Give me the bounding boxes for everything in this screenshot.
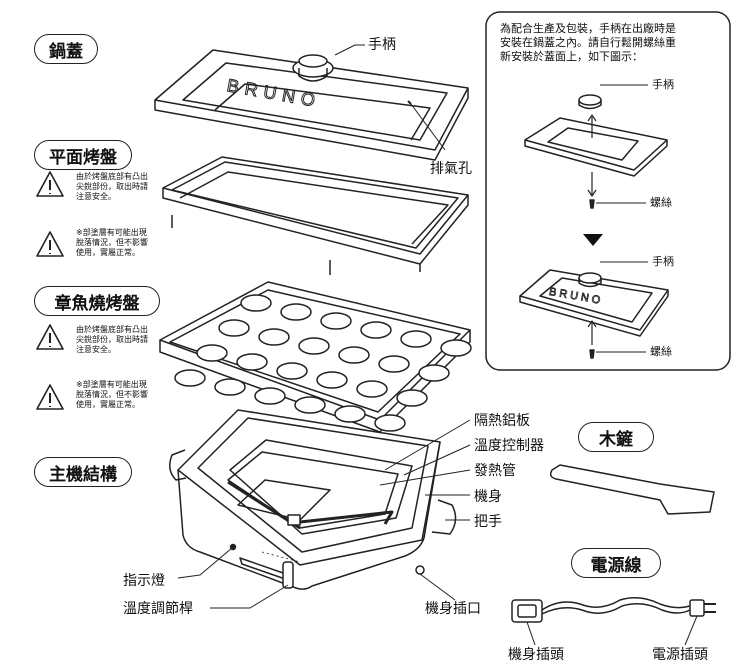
leader-lines: [177, 44, 698, 646]
spatula-drawing: [549, 464, 715, 515]
inset-note-line2: 安裝在鍋蓋之內。請自行鬆開螺絲重: [500, 36, 676, 49]
takoyaki-well: [360, 321, 392, 339]
takoyaki-well: [236, 353, 268, 371]
inset-screw-1: 螺絲: [650, 196, 672, 209]
takoyaki-well: [356, 380, 388, 398]
takoyaki-well: [276, 362, 308, 380]
inset-note-line3: 新安裝於蓋面上，如下圖示：: [500, 50, 643, 63]
label-power-plug: 電源插頭: [652, 647, 708, 663]
takoyaki-well: [338, 346, 370, 364]
label-heater: 發熱管: [474, 463, 516, 479]
label-indicator: 指示燈: [123, 573, 165, 589]
takoyaki-well: [218, 319, 250, 337]
takoyaki-well: [254, 387, 286, 405]
label-heat-shield: 隔熱鋁板: [474, 413, 530, 429]
section-power-cord: 電源線: [571, 548, 661, 578]
label-temp-knob: 溫度調節桿: [123, 601, 193, 617]
warning-tako-1: 由於烤盤底部有凸出尖銳部份，取出時請注意安全。: [76, 325, 148, 354]
takoyaki-well: [316, 371, 348, 389]
inset-box: [485, 11, 731, 371]
label-body-plug: 機身插頭: [508, 647, 564, 663]
flat-plate-drawing: [162, 156, 469, 275]
takoyaki-well: [378, 355, 410, 373]
takoyaki-well: [280, 303, 312, 321]
warning-triangles: [36, 171, 64, 410]
main-unit-drawing: [169, 409, 457, 590]
section-main-unit: 主機結構: [34, 457, 132, 487]
label-body: 機身: [474, 489, 502, 505]
inset-handle-2: 手柄: [652, 255, 674, 268]
inset-drawings: [519, 84, 669, 359]
section-takoyaki-plate: 章魚燒烤盤: [34, 286, 160, 316]
inset-note-line1: 為配合生產及包裝，手柄在出廠時是: [500, 22, 676, 35]
lid-drawing: [154, 49, 469, 161]
takoyaki-well: [374, 414, 406, 432]
takoyaki-wells: [174, 294, 472, 432]
takoyaki-well: [400, 330, 432, 348]
label-vent: 排氣孔: [430, 161, 472, 177]
takoyaki-well: [320, 312, 352, 330]
label-handle: 手柄: [368, 37, 396, 53]
takoyaki-well: [258, 328, 290, 346]
label-side-handle: 把手: [474, 514, 502, 530]
warning-tako-2: ※部塗層有可能出現脫落情況，但不影響使用，實屬正常。: [76, 380, 148, 409]
takoyaki-well: [240, 294, 272, 312]
takoyaki-well: [298, 337, 330, 355]
section-spatula: 木鏟: [578, 422, 654, 452]
section-flat-plate: 平面烤盤: [34, 140, 132, 170]
label-thermostat: 溫度控制器: [474, 438, 544, 454]
takoyaki-well: [396, 389, 428, 407]
takoyaki-well: [294, 396, 326, 414]
warning-flat-1: 由於烤盤底部有凸出尖銳部份，取出時請注意安全。: [76, 172, 148, 201]
takoyaki-well: [214, 378, 246, 396]
warning-flat-2: ※部塗層有可能出現脫落情況，但不影響使用，實屬正常。: [76, 228, 148, 257]
takoyaki-well: [418, 364, 450, 382]
inset-handle-1: 手柄: [652, 78, 674, 91]
inset-screw-2: 螺絲: [650, 345, 672, 358]
takoyaki-well: [334, 405, 366, 423]
takoyaki-well: [174, 369, 206, 387]
power-cord-drawing: [511, 597, 716, 623]
takoyaki-well: [440, 339, 472, 357]
label-body-socket: 機身插口: [425, 601, 481, 617]
section-lid: 鍋蓋: [34, 34, 98, 64]
takoyaki-well: [196, 344, 228, 362]
